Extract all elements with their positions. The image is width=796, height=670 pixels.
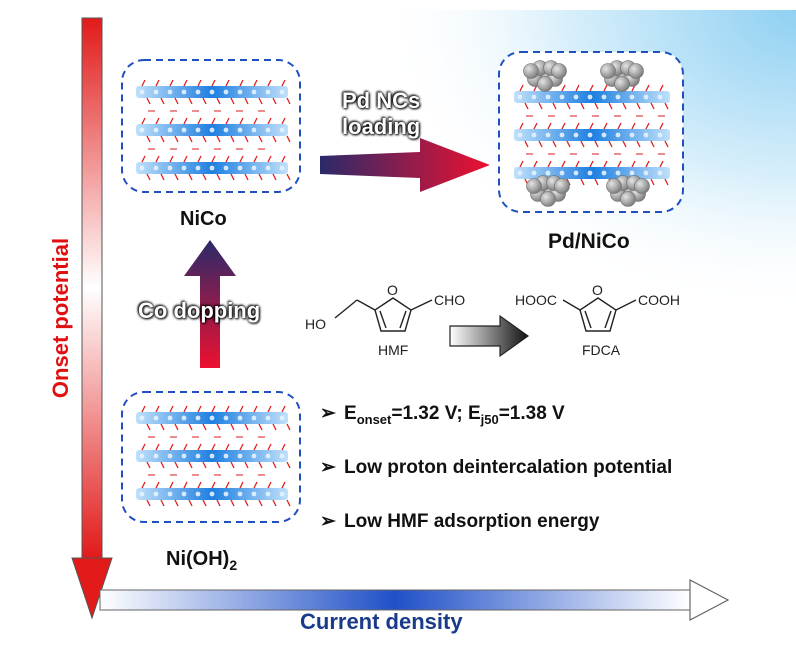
hmf-cho-label: CHO — [434, 292, 466, 308]
hmf-molecule — [334, 297, 433, 332]
nico-layer — [136, 155, 291, 181]
nioh2-label: Ni(OH)2 — [166, 548, 237, 573]
bullet-proton-text: Low proton deintercalation potential — [344, 457, 673, 478]
co-doping-label: Co dopping — [138, 298, 261, 323]
x-axis-label: Current density — [300, 609, 463, 634]
pd-cluster-atom — [540, 191, 556, 207]
bullet-proton: ➢ Low proton deintercalation potential — [320, 456, 672, 479]
hmf-ho-label: HO — [305, 316, 326, 332]
nioh2-layer — [136, 443, 291, 469]
layered-structures — [136, 79, 670, 507]
bullet-marker: ➢ — [320, 457, 336, 478]
bullet-onset-sub: onset — [356, 411, 392, 427]
pd-cluster-atom — [554, 178, 570, 194]
nico-label: NiCo — [180, 208, 227, 230]
bullet-j50-sub: j50 — [480, 411, 499, 427]
hmf-ring-o: O — [387, 282, 398, 298]
pd-cluster-atom — [620, 191, 636, 207]
hmf-name: HMF — [378, 342, 409, 358]
y-axis-label-span: Onset potential — [48, 237, 73, 399]
pd-loading-arrow — [320, 138, 490, 192]
pd-cluster-atom — [634, 178, 650, 194]
pd-nanoclusters — [523, 60, 650, 207]
pd-nico-layer — [514, 84, 670, 110]
bullet-onset-e: E — [344, 403, 357, 424]
pd-cluster-atom — [614, 76, 630, 92]
co-doping-arrow — [184, 240, 236, 368]
pd-cluster-atom — [551, 63, 567, 79]
bullet-onset-val1: =1.32 V; E — [391, 403, 481, 424]
nioh2-subscript: 2 — [229, 557, 238, 573]
pd-cluster-atom — [600, 63, 616, 79]
fdca-ring-o: O — [592, 282, 603, 298]
pd-nico-layer — [514, 122, 670, 148]
pd-nico-label: Pd/NiCo — [548, 230, 630, 253]
nico-layer — [136, 79, 291, 105]
pd-cluster-atom — [628, 63, 644, 79]
pd-cluster-atom — [537, 76, 553, 92]
y-axis-arrow — [71, 17, 113, 620]
x-axis-arrow — [99, 579, 730, 621]
pd-cluster-atom — [606, 178, 622, 194]
fdca-hooc-label: HOOC — [515, 292, 557, 308]
nioh2-layer — [136, 405, 291, 431]
fdca-cooh-label: COOH — [638, 292, 680, 308]
bullet-onset: ➢ Eonset=1.32 V; Ej50=1.38 V — [320, 402, 565, 427]
pd-cluster-atom — [523, 63, 539, 79]
bullet-hmf: ➢ Low HMF adsorption energy — [320, 510, 599, 533]
pd-cluster-atom — [526, 178, 542, 194]
nioh2-layer — [136, 481, 291, 507]
bullet-hmf-text: Low HMF adsorption energy — [344, 511, 600, 532]
fdca-name: FDCA — [582, 342, 621, 358]
nioh2-base: Ni(OH) — [166, 548, 230, 570]
reaction-arrow — [449, 314, 530, 358]
y-axis-label-text: Onset potential — [48, 228, 74, 408]
nico-layer — [136, 117, 291, 143]
bullet-marker: ➢ — [320, 511, 336, 532]
bullet-marker: ➢ — [320, 403, 336, 424]
pd-loading-label: Pd NCs loading — [342, 88, 420, 140]
fdca-molecule — [562, 297, 637, 332]
pd-loading-line2: loading — [342, 114, 421, 139]
bullet-onset-val2: =1.38 V — [498, 403, 565, 424]
pd-loading-line1: Pd NCs — [342, 88, 421, 113]
